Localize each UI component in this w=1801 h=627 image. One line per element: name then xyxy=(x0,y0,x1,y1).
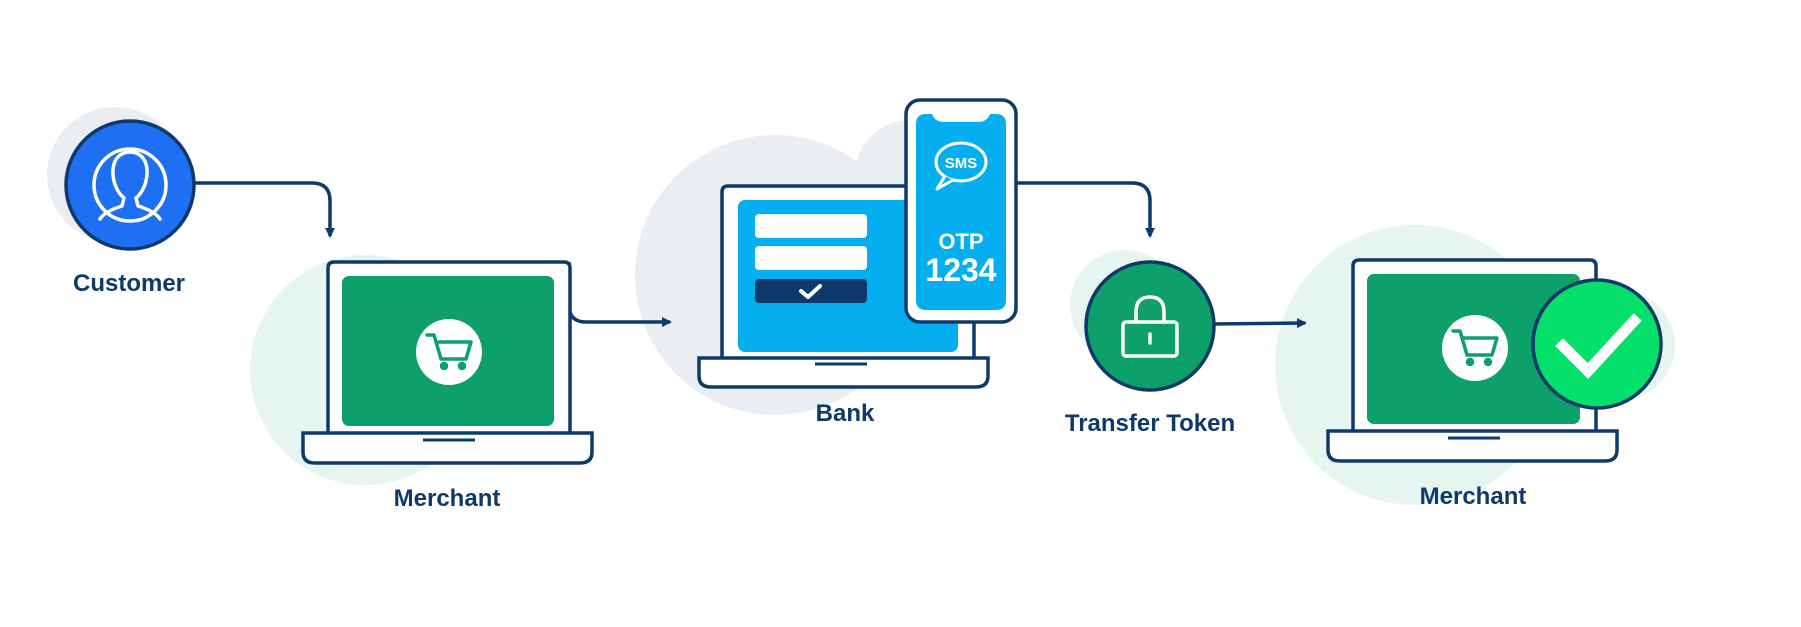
shopping-cart-icon xyxy=(425,333,473,371)
otp-label: OTP xyxy=(938,229,983,254)
form-field-username[interactable] xyxy=(755,214,867,238)
merchant-2-cart-badge xyxy=(1442,315,1508,381)
arrow-customer-to-merchant xyxy=(193,181,335,238)
customer-label: Customer xyxy=(73,270,185,297)
arrow-bank-to-token xyxy=(1013,181,1155,238)
user-icon xyxy=(92,147,168,223)
merchant-1-cart-badge xyxy=(416,319,482,385)
checkmark-icon xyxy=(1555,313,1642,379)
phone: SMS OTP 1234 xyxy=(904,98,1018,324)
arrow-token-to-merchant xyxy=(1211,318,1307,329)
success-badge xyxy=(1531,278,1663,410)
merchant-2-node: Merchant xyxy=(1326,258,1663,510)
customer-avatar xyxy=(64,119,196,251)
transfer-token-node: Transfer Token xyxy=(1065,260,1235,437)
merchant-1-node: Merchant xyxy=(301,260,594,512)
padlock-icon xyxy=(1121,295,1179,358)
check-icon xyxy=(799,284,822,299)
form-field-password[interactable] xyxy=(755,246,867,270)
transfer-token-circle xyxy=(1084,260,1216,392)
merchant-2-label: Merchant xyxy=(1420,483,1527,510)
sms-bubble-icon: SMS xyxy=(934,141,988,191)
customer-node: Customer xyxy=(64,119,196,297)
transfer-token-label: Transfer Token xyxy=(1065,410,1235,437)
sms-label: SMS xyxy=(945,155,978,172)
merchant-1-label: Merchant xyxy=(394,485,501,512)
otp-code: 1234 xyxy=(925,252,996,288)
bank-login-form xyxy=(755,214,867,303)
form-submit-button[interactable] xyxy=(755,279,867,303)
shopping-cart-icon xyxy=(1451,329,1499,367)
bank-node: SMS OTP 1234 Bank xyxy=(697,98,1018,427)
bank-label: Bank xyxy=(816,400,875,427)
